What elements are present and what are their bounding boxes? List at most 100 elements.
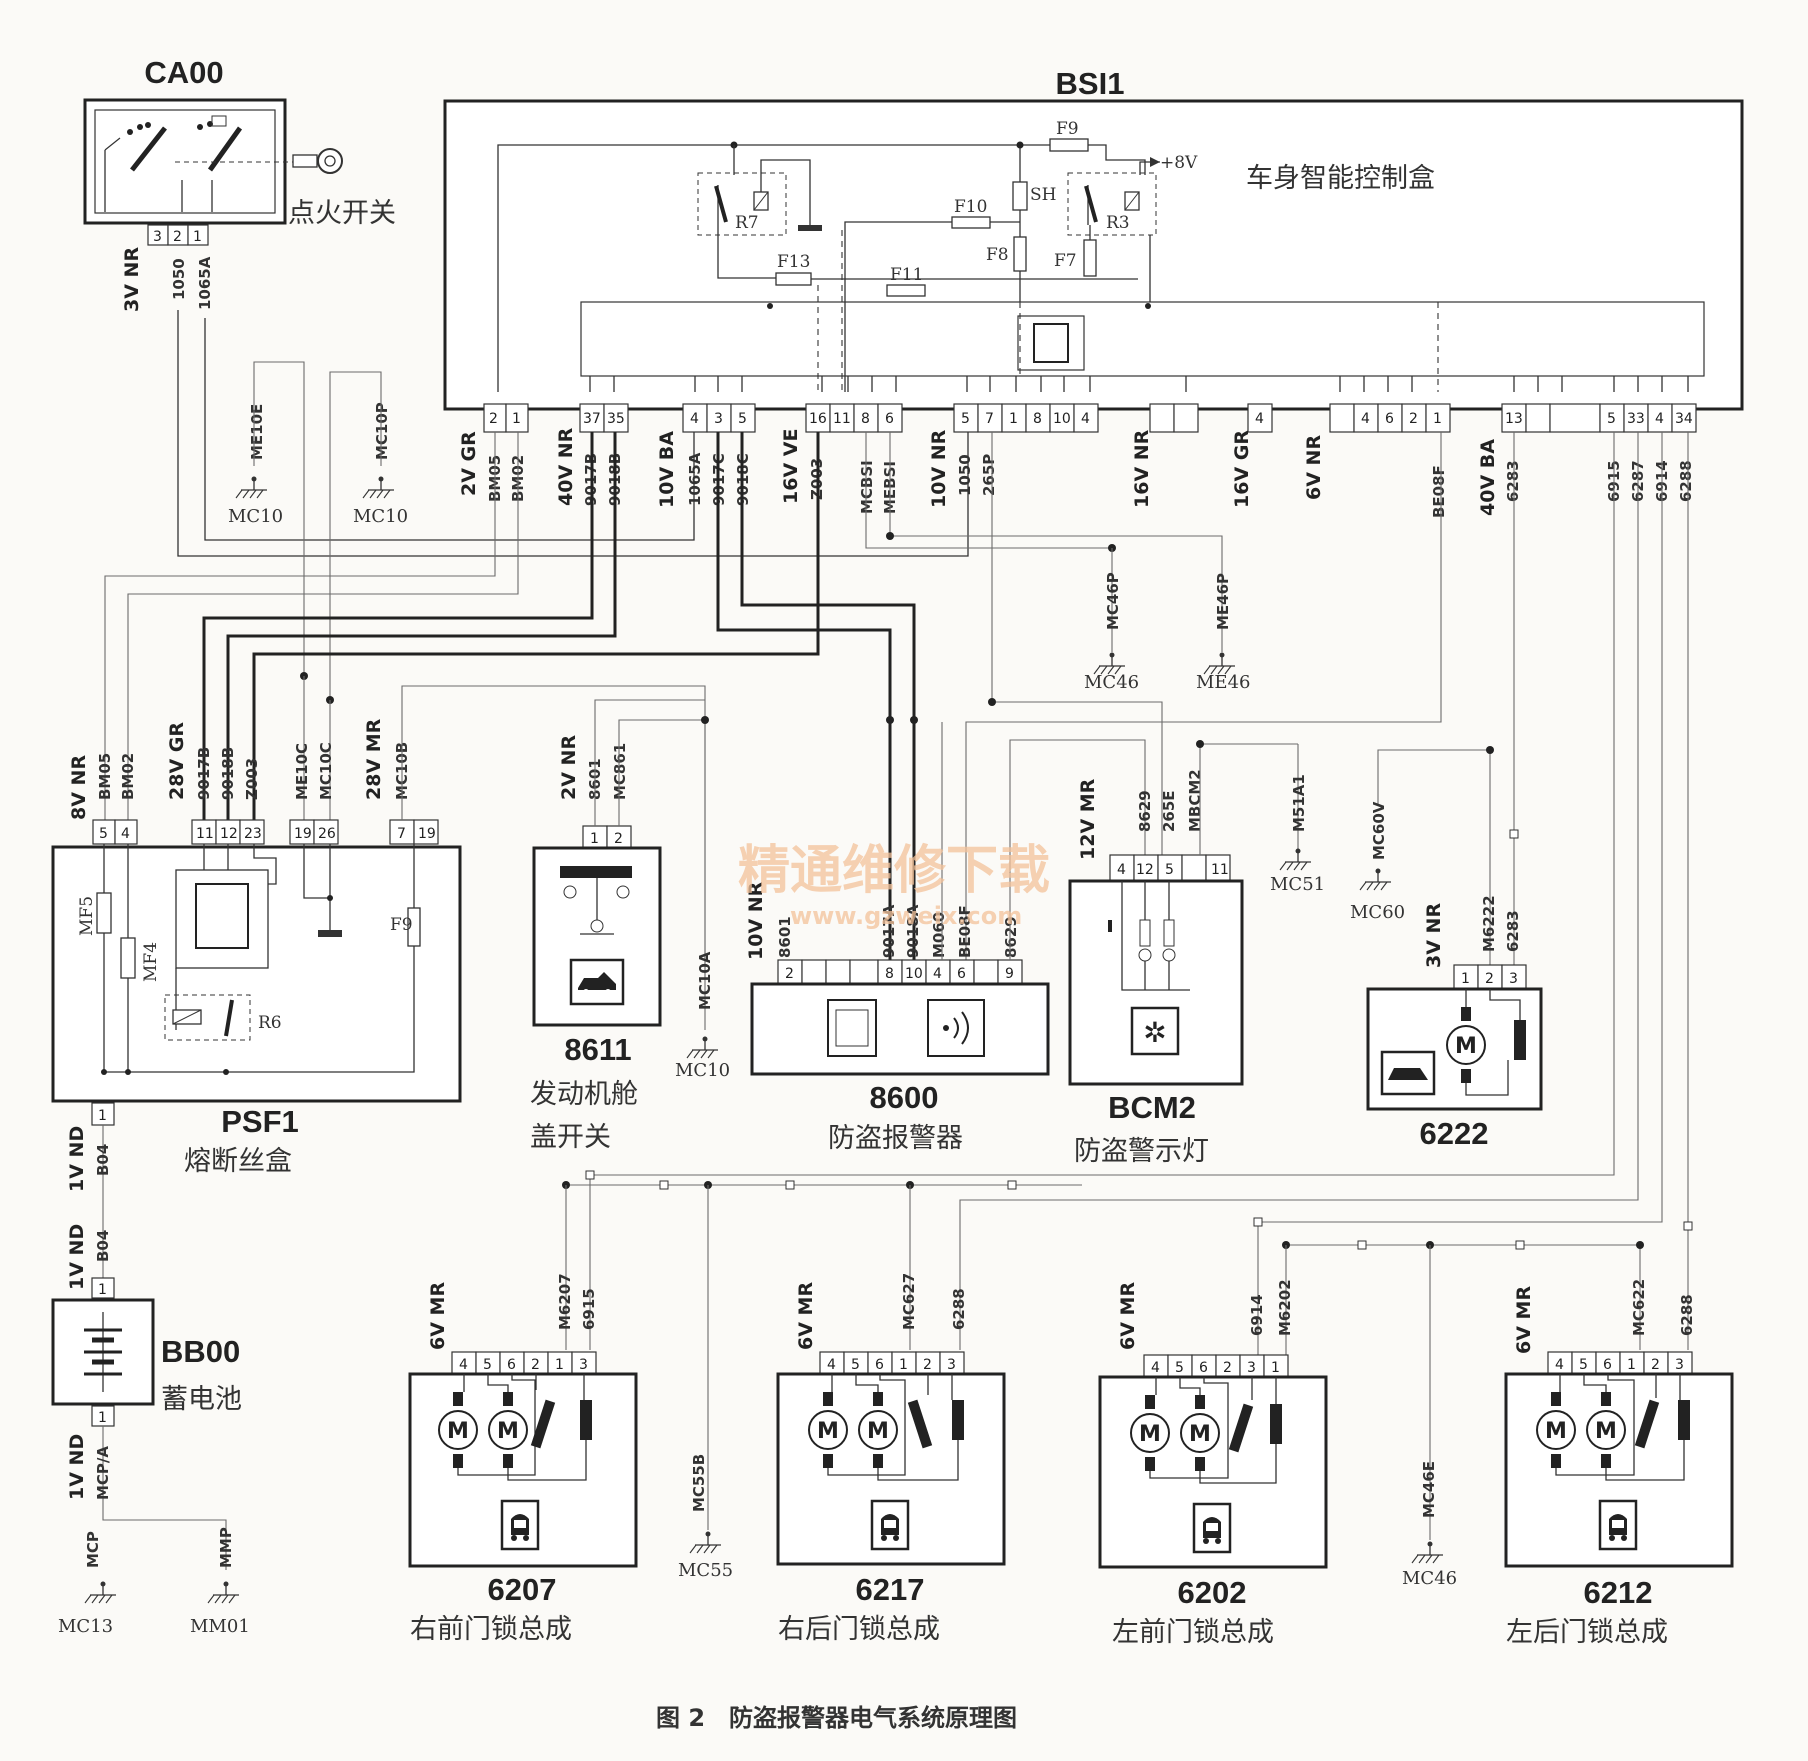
wire-label: 265E bbox=[1160, 790, 1178, 832]
pin: 37 bbox=[583, 411, 601, 427]
pin: 10 bbox=[905, 966, 923, 982]
connector-label: 16V NR bbox=[1131, 429, 1153, 508]
ground-label: MC10 bbox=[675, 1060, 730, 1081]
pin: 1 bbox=[1009, 411, 1018, 427]
wire-label: 6283 bbox=[1504, 460, 1522, 502]
wire-label: 6288 bbox=[950, 1288, 968, 1330]
pin: 6 bbox=[507, 1357, 516, 1373]
pin: 5 bbox=[1579, 1357, 1588, 1373]
wire-label: MC55B bbox=[690, 1454, 708, 1512]
mf4-label: MF4 bbox=[141, 942, 161, 982]
ground-label: MM01 bbox=[190, 1616, 250, 1637]
connector-label: 28V GR bbox=[166, 722, 188, 800]
wire-label: B04 bbox=[94, 1230, 112, 1262]
pin: 4 bbox=[933, 966, 942, 982]
pin: 2 bbox=[614, 831, 623, 847]
pin: 5 bbox=[1165, 862, 1174, 878]
wire-label: MC46E bbox=[1420, 1461, 1438, 1518]
bsi-connector-10vba: 4 3 5 bbox=[682, 403, 756, 433]
psf1-name: 熔断丝盒 bbox=[184, 1146, 292, 1177]
ca00-code: CA00 bbox=[144, 55, 223, 90]
wire-label: MCP bbox=[84, 1531, 102, 1568]
pin: 16 bbox=[809, 411, 827, 427]
ground-label: MC51 bbox=[1270, 874, 1325, 895]
pin: 13 bbox=[1505, 411, 1523, 427]
connector-label: 10V BA bbox=[656, 431, 678, 508]
pin: 2 bbox=[923, 1357, 932, 1373]
pin: 2 bbox=[531, 1357, 540, 1373]
psf1-code: PSF1 bbox=[221, 1104, 299, 1139]
pin: 7 bbox=[397, 826, 406, 842]
pin: 6 bbox=[875, 1357, 884, 1373]
wire-label: M060 bbox=[930, 912, 948, 958]
wire-label: 265P bbox=[980, 454, 998, 496]
wire-label: MBCM2 bbox=[1186, 769, 1204, 832]
bsi-connector-40vba: 13 5 33 4 34 bbox=[1501, 403, 1697, 433]
mf5-fuse-icon bbox=[96, 892, 112, 934]
ground-label: MC60 bbox=[1350, 902, 1405, 923]
wire-label: 8629 bbox=[1002, 916, 1020, 958]
car-door-icon bbox=[1192, 1502, 1232, 1554]
ground-label: ME46 bbox=[1196, 672, 1250, 693]
connector-label: 40V BA bbox=[1477, 439, 1499, 516]
psf1-box bbox=[51, 845, 462, 1103]
c8611-name-1: 发动机舱 bbox=[530, 1079, 638, 1110]
wire-label: MC10A bbox=[696, 951, 714, 1010]
bcm2-connector: 4 12 5 11 bbox=[1109, 854, 1231, 882]
sh-shunt-icon bbox=[1012, 181, 1028, 211]
pin: 6 bbox=[1385, 411, 1394, 427]
wire-label: MC60V bbox=[1370, 801, 1388, 860]
pin: 3 bbox=[1675, 1357, 1684, 1373]
bsi-connector-6vnr: 4 6 2 1 bbox=[1329, 403, 1451, 433]
r6-label: R6 bbox=[258, 1013, 282, 1033]
connector-label: 1V ND bbox=[66, 1224, 88, 1290]
wire-label: 6914 bbox=[1248, 1294, 1266, 1336]
wire-label: 1065A bbox=[196, 256, 214, 310]
wire-label: 9018B bbox=[219, 747, 237, 800]
bsi-connector-40vnr: 37 35 bbox=[579, 403, 629, 433]
mf5-label: MF5 bbox=[77, 896, 97, 936]
wire-label: 9017B bbox=[195, 747, 213, 800]
pin: 1 bbox=[1461, 971, 1470, 987]
pin: 4 bbox=[1081, 411, 1090, 427]
pin: 5 bbox=[483, 1357, 492, 1373]
pin: 5 bbox=[961, 411, 970, 427]
connector-label: 1V ND bbox=[66, 1126, 88, 1192]
pin: 3 bbox=[1247, 1360, 1256, 1376]
pin: 2 bbox=[173, 229, 182, 245]
watermark-text: 精通维修下载 bbox=[738, 841, 1050, 901]
psf-ecu-chip-icon bbox=[195, 883, 249, 949]
pin: 5 bbox=[851, 1357, 860, 1373]
pin: 3 bbox=[947, 1357, 956, 1373]
pin: 35 bbox=[607, 411, 625, 427]
c8600-connector: 2 8 10 4 6 9 bbox=[777, 959, 1023, 985]
f7-label: F7 bbox=[1054, 251, 1077, 271]
c6212-name: 左后门锁总成 bbox=[1506, 1617, 1668, 1648]
pin: 4 bbox=[1151, 1360, 1160, 1376]
c8600-ecu-chip-icon bbox=[827, 999, 877, 1057]
wire-label: 8629 bbox=[1136, 790, 1154, 832]
pin: 4 bbox=[1655, 411, 1664, 427]
pin: 2 bbox=[1223, 1360, 1232, 1376]
f11-label: F11 bbox=[890, 265, 923, 285]
bb00-code: BB00 bbox=[161, 1334, 240, 1369]
ignition-switch-icon bbox=[94, 109, 295, 214]
bsi-connector-16vve: 16 11 8 6 bbox=[805, 403, 903, 433]
wire-label: BM02 bbox=[119, 753, 137, 800]
bsi-connector-16vgr: 4 bbox=[1247, 403, 1273, 433]
pin: 9 bbox=[1005, 966, 1014, 982]
wire-label: 6288 bbox=[1677, 460, 1695, 502]
ground-label: MC46 bbox=[1402, 1568, 1457, 1589]
pin: 1 bbox=[1627, 1357, 1636, 1373]
wire-label: MC46P bbox=[1104, 572, 1122, 630]
wire-label: MC627 bbox=[900, 1273, 918, 1330]
pin: 26 bbox=[318, 826, 336, 842]
wire-label: 1050 bbox=[170, 258, 188, 300]
car-door-icon bbox=[870, 1499, 910, 1551]
ignition-key-icon bbox=[292, 148, 343, 174]
siren-icon bbox=[927, 999, 985, 1057]
c8600-code: 8600 bbox=[870, 1080, 939, 1115]
wire-label: BM05 bbox=[96, 753, 114, 800]
